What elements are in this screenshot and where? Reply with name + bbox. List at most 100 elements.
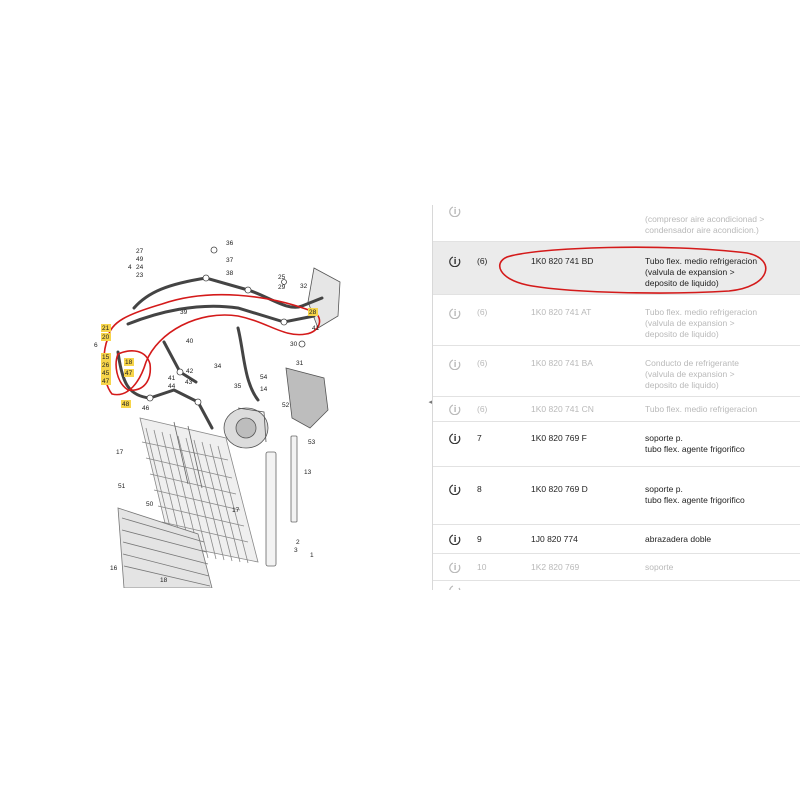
radiator [117, 507, 213, 589]
callout-15: 15 [102, 354, 110, 361]
receiver-drier [265, 435, 298, 567]
part-number: 1K0 820 741 AT [531, 307, 592, 317]
callout-17-right: 17 [232, 507, 240, 514]
parts-row[interactable]: (compresor aire acondicionad > condensad… [433, 205, 800, 242]
part-info-icon[interactable] [449, 307, 461, 320]
part-position: (6) [477, 404, 488, 414]
part-description: Conducto de refrigerante (valvula de exp… [645, 358, 740, 390]
callout-20: 20 [102, 334, 110, 341]
callout-29: 29 [278, 284, 286, 291]
hose-fittings [146, 246, 306, 406]
callout-2: 2 [296, 539, 300, 546]
part-info-icon[interactable] [449, 432, 461, 445]
callout-49: 49 [136, 256, 144, 263]
callout-36: 36 [226, 240, 234, 247]
callout-48: 48 [122, 401, 130, 408]
part-position: (6) [477, 256, 488, 266]
callout-42: 42 [186, 368, 194, 375]
selection-highlight-ring [498, 246, 767, 294]
callout-28: 28 [309, 309, 317, 316]
callout-40: 40 [186, 338, 194, 345]
part-position: 7 [477, 433, 482, 443]
callout-31: 31 [296, 360, 304, 367]
callout-41-right: 41 [312, 325, 320, 332]
callout-6: 6 [94, 342, 98, 349]
callout-32: 32 [300, 283, 308, 290]
part-description: (compresor aire acondicionad > condensad… [645, 214, 765, 235]
part-position: 9 [477, 534, 482, 544]
part-info-icon[interactable] [449, 483, 461, 496]
callout-13: 13 [304, 469, 312, 476]
callout-3: 3 [294, 547, 298, 554]
part-description: soporte [645, 562, 674, 572]
callout-47-yellow: 47 [125, 370, 133, 377]
callout-24: 24 [136, 264, 144, 271]
callout-21: 21 [102, 325, 110, 332]
shield-bracket [285, 267, 341, 429]
parts-row[interactable]: (6) 1K0 820 741 CN Tubo flex. medio refr… [433, 397, 800, 422]
callout-38: 38 [226, 270, 234, 277]
part-number: 1K0 820 769 D [531, 484, 588, 494]
parts-row[interactable]: 9 1J0 820 774 abrazadera doble [433, 525, 800, 554]
callout-52: 52 [282, 402, 290, 409]
part-number: 1J0 820 774 [531, 534, 578, 544]
callout-labels: 36 27 49 24 4 23 37 38 25 29 32 21 20 6 … [94, 240, 320, 584]
parts-row-selected[interactable]: (6) 1K0 820 741 BD Tubo flex. medio refr… [433, 242, 800, 295]
callout-44: 44 [168, 383, 176, 390]
callout-53: 53 [308, 439, 316, 446]
part-description: Tubo flex. medio refrigeracion (valvula … [645, 307, 758, 339]
callout-39: 39 [180, 309, 188, 316]
callout-25: 25 [278, 274, 286, 281]
parts-list-panel: (compresor aire acondicionad > condensad… [432, 205, 800, 590]
callout-1: 1 [310, 552, 314, 559]
part-number: 1K0 820 741 BA [531, 358, 593, 368]
diagram-canvas: 36 27 49 24 4 23 37 38 25 29 32 21 20 6 … [94, 240, 341, 589]
callout-26: 26 [102, 362, 110, 369]
callout-27: 27 [136, 248, 144, 255]
callout-18: 18 [160, 577, 168, 584]
part-info-icon[interactable] [449, 533, 461, 546]
callout-4: 4 [128, 264, 132, 271]
callout-50: 50 [146, 501, 154, 508]
part-info-icon[interactable] [449, 561, 461, 574]
callout-14: 14 [260, 386, 268, 393]
callout-54: 54 [260, 374, 268, 381]
part-description: abrazadera doble [645, 534, 712, 544]
part-description: Tubo flex. medio refrigeracion [645, 404, 758, 414]
callout-18-yellow: 18 [125, 359, 133, 366]
part-info-icon[interactable] [449, 584, 461, 590]
part-info-icon[interactable] [449, 255, 461, 268]
callout-34: 34 [214, 363, 222, 370]
parts-row[interactable]: (6) 1K0 820 741 AT Tubo flex. medio refr… [433, 295, 800, 346]
part-info-icon[interactable] [449, 205, 461, 218]
part-description: Tubo flex. medio refrigeracion (valvula … [645, 256, 758, 288]
part-position: 10 [477, 562, 487, 572]
part-number: 1K2 820 769 [531, 562, 580, 572]
part-info-icon[interactable] [449, 403, 461, 416]
parts-row-partial[interactable] [433, 581, 800, 590]
part-description: soporte p. tubo flex. agente frigorifico [645, 433, 745, 454]
callout-47: 47 [102, 378, 110, 385]
callout-51: 51 [118, 483, 126, 490]
callout-35: 35 [234, 383, 242, 390]
parts-row[interactable]: 10 1K2 820 769 soporte [433, 554, 800, 581]
part-number: 1K0 820 741 BD [531, 256, 594, 266]
callout-17: 17 [116, 449, 124, 456]
callout-37: 37 [226, 257, 234, 264]
part-description: soporte p. tubo flex. agente frigorifico [645, 484, 745, 505]
part-info-icon[interactable] [449, 358, 461, 371]
callout-30: 30 [290, 341, 298, 348]
parts-row[interactable]: 8 1K0 820 769 D soporte p. tubo flex. ag… [433, 467, 800, 525]
part-number: 1K0 820 741 CN [531, 404, 594, 414]
part-number: 1K0 820 769 F [531, 433, 587, 443]
parts-row[interactable]: (6) 1K0 820 741 BA Conducto de refrigera… [433, 346, 800, 397]
parts-row[interactable]: 7 1K0 820 769 F soporte p. tubo flex. ag… [433, 422, 800, 467]
callout-46: 46 [142, 405, 150, 412]
highlight-annotations [103, 293, 321, 396]
part-position: 8 [477, 484, 482, 494]
callout-23: 23 [136, 272, 144, 279]
parts-diagram: 36 27 49 24 4 23 37 38 25 29 32 21 20 6 … [88, 232, 352, 589]
callout-45: 45 [102, 370, 110, 377]
callout-41: 41 [168, 375, 176, 382]
part-position: (6) [477, 307, 488, 317]
